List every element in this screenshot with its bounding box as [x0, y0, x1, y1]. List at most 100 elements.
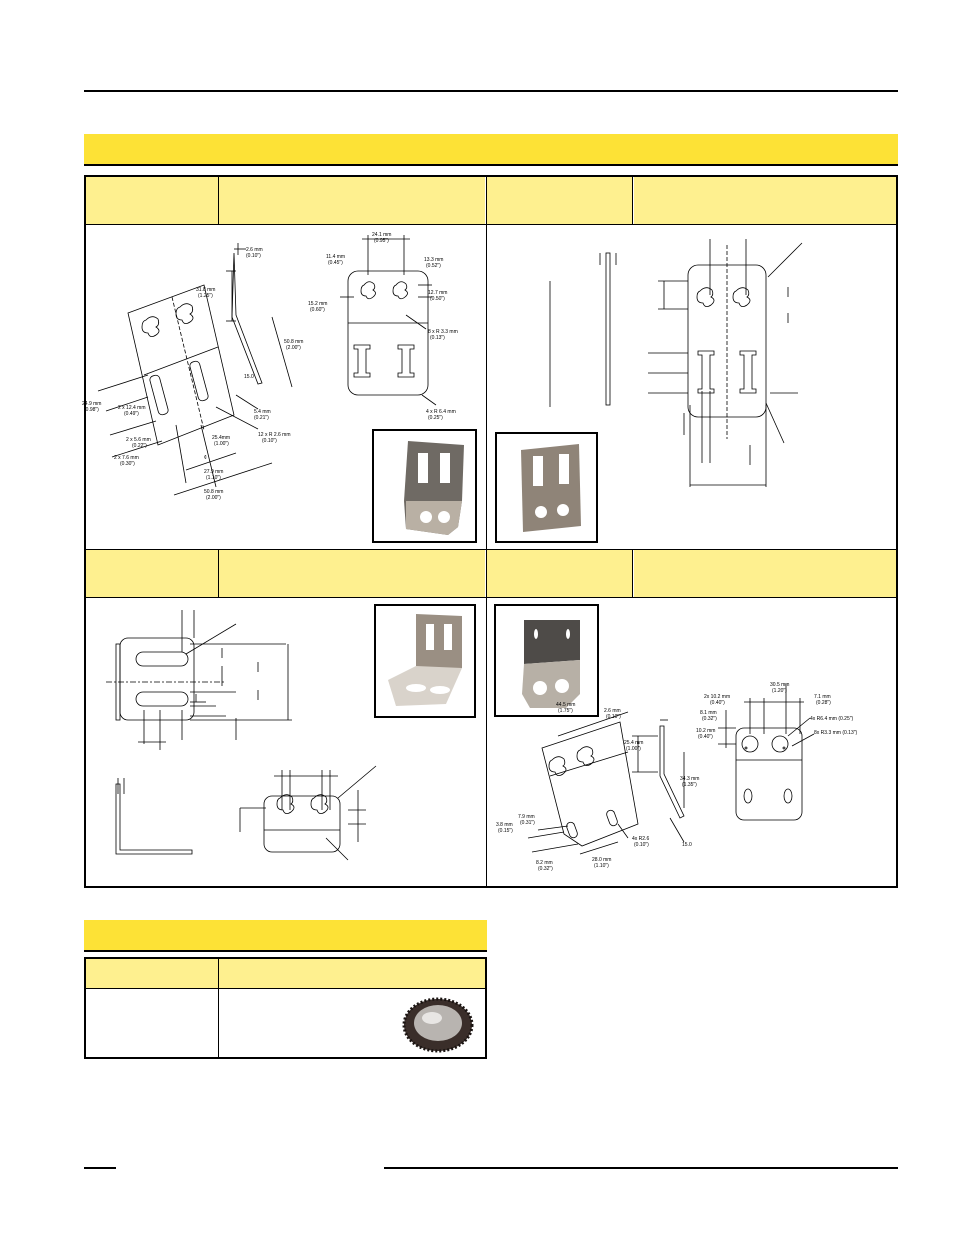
dim-label: (0.22") — [132, 443, 147, 449]
dim-label: (0.30") — [120, 461, 135, 467]
dim-label: (0.50") — [430, 296, 445, 302]
divider — [218, 959, 219, 1057]
footer-rule-left — [84, 1167, 116, 1169]
dim-label: 2.6 mm — [246, 247, 263, 253]
bracket-photo-image — [522, 620, 580, 708]
dim-label: 25.4 mm — [624, 740, 643, 746]
bracket-d-photo — [494, 604, 599, 717]
header-cell-desc-b — [634, 177, 896, 224]
dim-label: 2 x 7.6 mm — [114, 455, 139, 461]
dim-label: 28.0 mm — [592, 857, 611, 863]
divider — [218, 550, 219, 597]
header-cell-model-d — [487, 550, 632, 597]
bracket-photo-image — [521, 444, 581, 532]
dim-label: (0.10") — [634, 842, 649, 848]
dim-label: 30.5 mm — [770, 682, 789, 688]
dim-label: (1.75") — [558, 708, 573, 714]
header-cell-model-b — [487, 177, 632, 224]
bracket-a-photo — [372, 429, 477, 543]
bracket-b-photo — [495, 432, 598, 543]
dim-label: 11.4 mm — [326, 254, 345, 260]
dim-label: (1.25") — [198, 293, 213, 299]
dim-label: (0.28") — [816, 700, 831, 706]
dim-label: (2.00") — [286, 345, 301, 351]
row-divider — [86, 549, 896, 550]
dim-label: 4 x R 6.4 mm — [426, 409, 456, 415]
dim-label: (0.21") — [254, 415, 269, 421]
dim-label: 5.4 mm — [254, 409, 271, 415]
dim-label: 4x R2.6 — [632, 836, 649, 842]
dim-label: 44.5 mm — [556, 702, 575, 708]
dim-label: (0.49") — [124, 411, 139, 417]
dim-label: (0.45") — [328, 260, 343, 266]
dim-label: 15.0 — [244, 374, 254, 380]
centerline-symbol: ¢ — [204, 455, 207, 461]
dim-label: 12.7 mm — [428, 290, 447, 296]
divider — [218, 177, 219, 224]
dim-label: 24.1 mm — [372, 232, 391, 238]
bracket-a-drawing: 2.6 mm (0.10") 31.8 mm (1.25") 50.8 mm (… — [82, 232, 458, 501]
bracket-b-drawing — [549, 239, 803, 487]
bracket-photo-image — [404, 441, 464, 535]
header-cell-model-c — [86, 550, 218, 597]
dim-label: (0.10") — [606, 714, 621, 720]
dim-label: 27.9 mm — [204, 469, 223, 475]
dim-label: (1.00") — [626, 746, 641, 752]
header-cell-desc-c — [219, 550, 485, 597]
lens-cap-photo — [402, 997, 474, 1053]
dim-label: 50.8 mm — [284, 339, 303, 345]
table-center-divider — [486, 176, 487, 887]
dim-label: 4x R6.4 mm (0.25") — [810, 716, 854, 722]
dim-label: 10.2 mm — [696, 728, 715, 734]
divider — [632, 550, 633, 597]
dim-label: 24.9 mm — [82, 401, 101, 407]
section-band-accessories — [84, 920, 487, 952]
dim-label: 25.4mm — [212, 435, 230, 441]
dim-label: (0.10") — [246, 253, 261, 259]
dim-label: (1.10") — [206, 475, 221, 481]
dim-label: (0.13") — [430, 335, 445, 341]
dim-label: 2 x 12.4 mm — [118, 405, 146, 411]
dim-label: (1.00") — [214, 441, 229, 447]
dim-label: (0.25") — [428, 415, 443, 421]
dim-label: (0.10") — [262, 438, 277, 444]
header-cell-model-e — [86, 959, 218, 988]
dim-label: 7.9 mm — [518, 814, 535, 820]
dim-label: 8 x R 3.3 mm — [428, 329, 458, 335]
dim-label: 50.8 mm — [204, 489, 223, 495]
dim-label: 31.8 mm — [196, 287, 215, 293]
dim-label: 8.2 mm — [536, 860, 553, 866]
dim-label: 2x 10.2 mm — [704, 694, 730, 700]
bracket-photo-image — [388, 614, 462, 706]
header-cell-model-a — [86, 177, 218, 224]
dim-label: (0.40") — [710, 700, 725, 706]
dim-label: (0.31") — [520, 820, 535, 826]
dim-label: 13.3 mm — [424, 257, 443, 263]
dim-label: (0.40") — [698, 734, 713, 740]
brackets-table — [84, 175, 898, 888]
dim-label: 8x R3.3 mm (0.13") — [814, 730, 858, 736]
dim-label: 3.8 mm — [496, 822, 513, 828]
row-divider — [86, 597, 896, 598]
divider — [632, 177, 633, 224]
dim-label: 15.0 — [682, 842, 692, 848]
bracket-c-drawing — [106, 610, 377, 861]
dim-label: 15.2 mm — [308, 301, 327, 307]
row-divider — [86, 224, 896, 225]
dim-label: (0.95") — [374, 238, 389, 244]
dim-label: 12 x R 2.6 mm — [258, 432, 291, 438]
bracket-d-drawing: 2.6 mm (0.10") 44.5 mm (1.75") 25.4 mm (… — [496, 682, 858, 872]
dim-label: 2 x 5.6 mm — [126, 437, 151, 443]
row-divider — [86, 988, 485, 989]
dim-label: (0.60") — [310, 307, 325, 313]
header-cell-desc-d — [634, 550, 896, 597]
dim-label: (1.20") — [772, 688, 787, 694]
dim-label: (0.15") — [498, 828, 513, 834]
footer-rule-right — [384, 1167, 898, 1169]
dim-label: 2.6 mm — [604, 708, 621, 714]
dim-label: (0.52") — [426, 263, 441, 269]
header-rule — [84, 90, 898, 92]
dim-label: 7.1 mm — [814, 694, 831, 700]
bracket-c-photo — [374, 604, 476, 718]
header-cell-desc-a — [219, 177, 485, 224]
